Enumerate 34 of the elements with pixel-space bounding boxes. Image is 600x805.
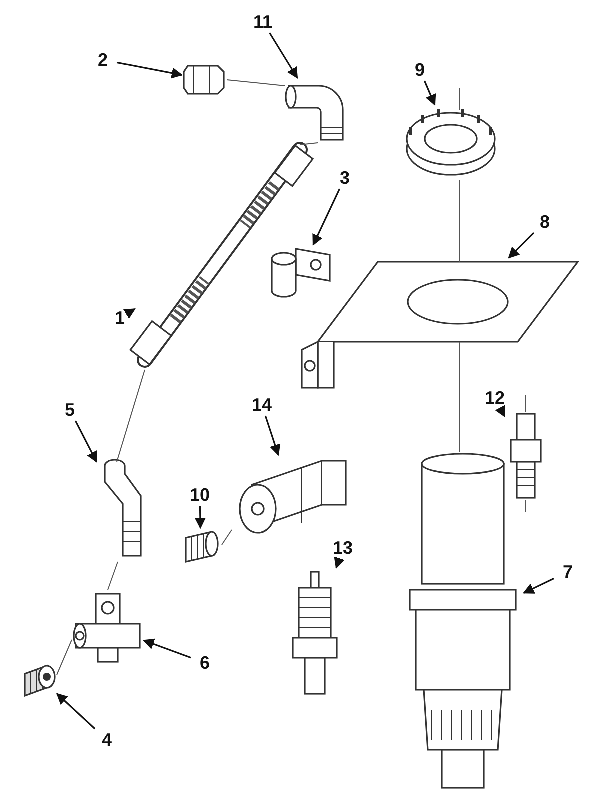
leader-line [523, 578, 554, 594]
assembly-line [226, 80, 286, 86]
callout-number: 3 [331, 167, 359, 189]
leader-line [264, 416, 281, 456]
leader-line [334, 556, 345, 570]
assembly-line [116, 370, 146, 462]
callout-number: 14 [248, 394, 276, 416]
leader-line [424, 80, 436, 106]
callout-number: 12 [481, 387, 509, 409]
leader-line [269, 32, 298, 79]
callout-number: 2 [89, 49, 117, 71]
leader-line [123, 308, 136, 320]
leader-line [508, 232, 535, 259]
callout-number: 8 [531, 211, 559, 233]
leader-line [495, 405, 506, 418]
leader-line [194, 506, 206, 530]
assembly-line [108, 562, 118, 590]
assembly-line [222, 530, 232, 546]
callout-number: 13 [329, 537, 357, 559]
leader-line [116, 62, 184, 79]
callout-number: 5 [56, 399, 84, 421]
callout-number: 6 [191, 652, 219, 674]
leader-line [74, 420, 98, 463]
callout-number: 11 [249, 11, 277, 33]
callout-number: 4 [93, 729, 121, 751]
assembly-line [300, 142, 318, 146]
callout-number: 1 [106, 307, 134, 329]
assembly-line [56, 640, 72, 676]
leader-line [312, 188, 341, 246]
callout-number: 7 [554, 561, 582, 583]
callout-number: 9 [406, 59, 434, 81]
callout-number: 10 [186, 484, 214, 506]
leader-line [56, 693, 96, 730]
leader-line [142, 638, 192, 659]
